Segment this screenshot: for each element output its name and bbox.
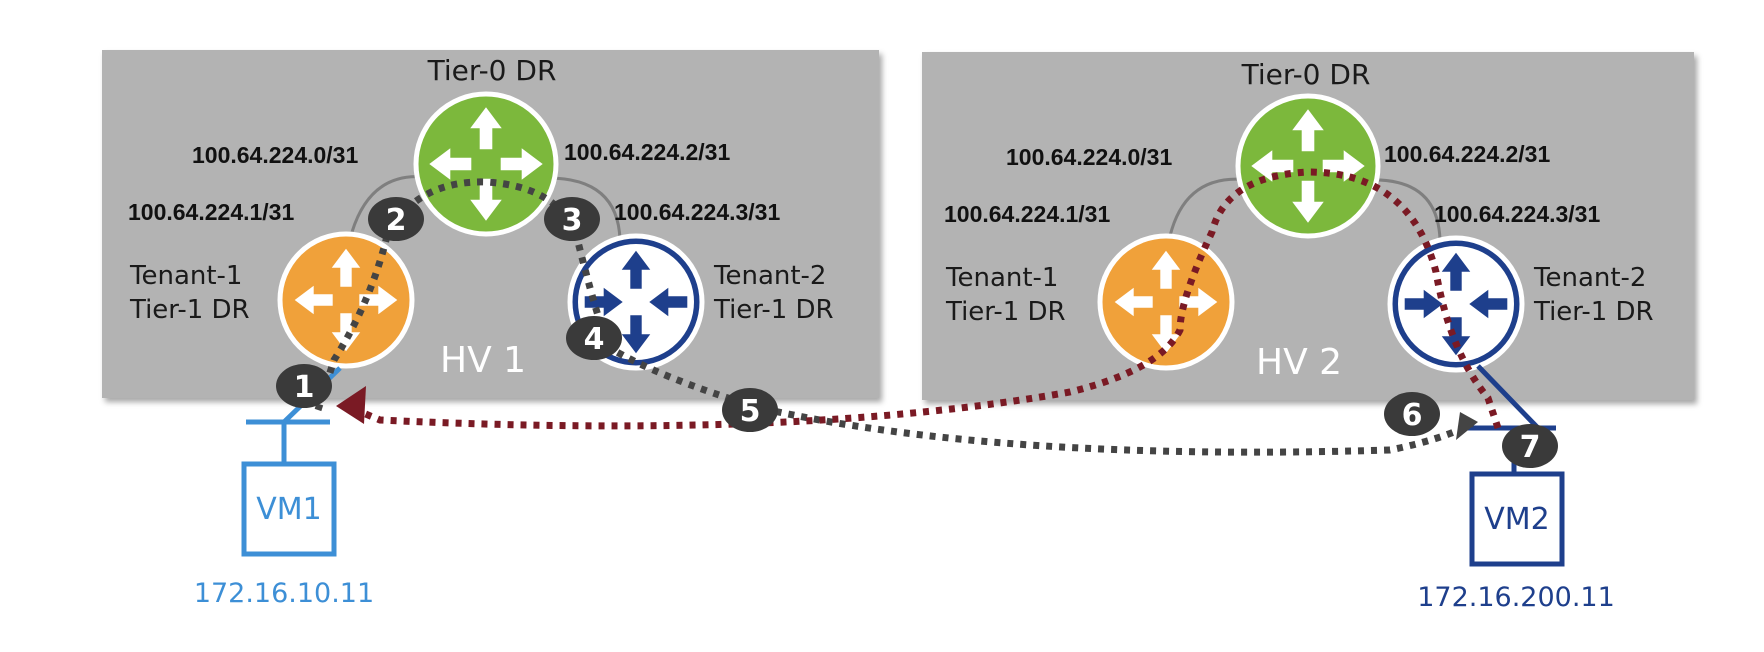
hv2-addr-t0-right: 100.64.224.2/31 (1384, 141, 1550, 167)
hv2-tenant2-line2: Tier-1 DR (1533, 297, 1654, 327)
step-2-label: 2 (386, 203, 407, 238)
hv2-tier0-label: Tier-0 DR (1241, 58, 1371, 91)
hv1-tenant1-line1: Tenant-1 (129, 261, 242, 291)
step-2-marker (368, 197, 424, 241)
hv2-tenant1-line1: Tenant-1 (945, 263, 1058, 293)
step-3-marker (544, 197, 600, 241)
hv2-addr-t1-left: 100.64.224.1/31 (944, 201, 1110, 227)
vm1-label: VM1 (256, 492, 322, 527)
forward-path-arrowhead (1456, 412, 1478, 440)
hv2-link-t0-tenant2 (1369, 178, 1442, 241)
step-5-label: 5 (740, 394, 761, 429)
vm2-ip: 172.16.200.11 (1417, 582, 1615, 613)
hv1-tenant2-line2: Tier-1 DR (713, 295, 834, 325)
step-4-label: 4 (584, 322, 605, 357)
hv1-name: HV 1 (440, 340, 526, 381)
hv2-tenant1-router-icon (1097, 233, 1235, 371)
step-4-marker (566, 316, 622, 360)
step-1-marker (276, 364, 332, 408)
hv1-tier0-label: Tier-0 DR (427, 54, 557, 87)
step-5-marker (722, 388, 778, 432)
hv2-tenant2-router-icon (1387, 235, 1525, 373)
hv1-addr-t0-right: 100.64.224.2/31 (564, 139, 730, 165)
hv2-addr-t1-right: 100.64.224.3/31 (1434, 201, 1600, 227)
vm2-label: VM2 (1484, 502, 1550, 537)
hv1-tenant2-line1: Tenant-2 (713, 261, 826, 291)
hv1-tenant1-router-icon (277, 231, 415, 369)
return-path-arrowhead (336, 386, 366, 424)
hv1-addr-t1-right: 100.64.224.3/31 (614, 199, 780, 225)
vm2-box[interactable] (1469, 471, 1565, 567)
vm1-ip: 172.16.10.11 (194, 578, 374, 609)
hv2-name: HV 2 (1256, 342, 1342, 383)
hv2-tenant1-line2: Tier-1 DR (945, 297, 1066, 327)
step-6-marker (1384, 392, 1440, 436)
step-6-label: 6 (1402, 398, 1423, 433)
hv1-link-t0-tenant2 (547, 176, 622, 241)
step-7-marker (1502, 424, 1558, 468)
hv1-tier0-router-icon (413, 91, 559, 237)
hv1-addr-t1-left: 100.64.224.1/31 (128, 199, 294, 225)
vm1-box[interactable] (241, 461, 337, 557)
step-1-label: 1 (294, 370, 315, 405)
hv2-addr-t0-left: 100.64.224.0/31 (1006, 144, 1172, 170)
return-path-red (354, 168, 1502, 430)
hv1-addr-t0-left: 100.64.224.0/31 (192, 142, 358, 168)
step-3-label: 3 (562, 203, 583, 238)
hv2-tenant2-line1: Tenant-2 (1533, 263, 1646, 293)
hv1-tenant1-line2: Tier-1 DR (129, 295, 250, 325)
hv2-tier0-router-icon (1235, 93, 1381, 239)
step-7-label: 7 (1520, 430, 1541, 465)
